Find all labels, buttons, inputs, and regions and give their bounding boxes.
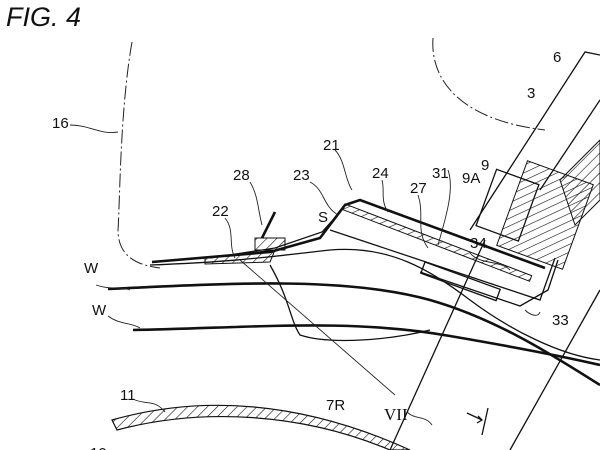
plate-27 [329, 229, 556, 301]
label-34: 34 [470, 235, 487, 252]
leader-28 [249, 181, 263, 226]
leader-34 [469, 252, 511, 271]
part-22 [204, 249, 276, 265]
label-9A: 9A [462, 170, 480, 187]
label-3: 3 [527, 85, 535, 102]
cover-inner [209, 211, 341, 259]
hatched-panel-24 [342, 203, 533, 282]
label-w-upper: W [84, 260, 99, 277]
label-w-lower: W [92, 302, 107, 319]
outline-16 [117, 41, 161, 269]
label-VII: VII [384, 405, 408, 424]
housing-3 [469, 51, 600, 231]
wire-w-lower [132, 324, 600, 367]
tab-28 [260, 211, 277, 239]
label-28: 28 [233, 167, 250, 184]
label-22: 22 [212, 203, 229, 220]
label-6: 6 [553, 49, 561, 66]
part-11 [111, 404, 411, 450]
label-27: 27 [410, 180, 427, 197]
line-7R [389, 239, 486, 450]
label-31: 31 [432, 165, 449, 182]
part-6 [559, 139, 600, 226]
block-9A [475, 168, 540, 242]
leader-16 [69, 124, 119, 134]
leader-33 [524, 309, 541, 316]
label-24: 24 [372, 165, 389, 182]
label-16: 16 [52, 115, 69, 132]
leader-w2 [107, 315, 141, 329]
label-21: 21 [323, 137, 340, 154]
part-28 [254, 237, 286, 251]
wire-w-upper [107, 282, 600, 387]
body-contour-2 [269, 264, 431, 342]
leader-21 [334, 149, 353, 191]
label-23: 23 [293, 167, 310, 184]
plate-33 [419, 259, 559, 307]
figure-title: FIG. 4 [6, 2, 82, 32]
leader-27 [417, 194, 429, 249]
outline-head [432, 37, 546, 131]
part-34 [420, 261, 502, 302]
label-33: 33 [552, 312, 569, 329]
line-7R-2 [509, 289, 600, 450]
leader-w1 [95, 284, 131, 291]
leader-22 [224, 217, 236, 259]
label-11: 11 [120, 387, 136, 404]
leader-11 [134, 399, 166, 413]
leader-31 [437, 169, 451, 246]
leader-24 [381, 179, 389, 213]
diag-line [239, 259, 396, 396]
leader-7R [406, 411, 433, 426]
label-9: 9 [481, 157, 489, 174]
label-7R: 7R [326, 397, 345, 414]
label-S: S [318, 209, 328, 226]
leader-23 [309, 181, 339, 216]
label-10: 10 [90, 445, 107, 450]
section-arrow [466, 407, 489, 436]
